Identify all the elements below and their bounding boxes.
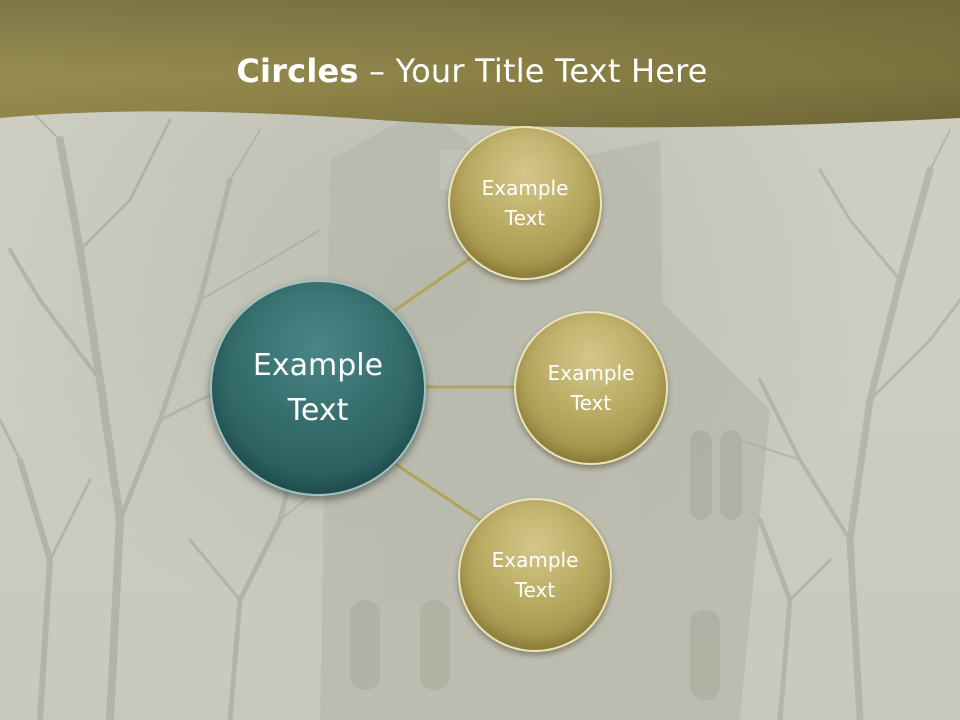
center-circle-line1: Example	[252, 348, 384, 383]
satellite-circle-text: Example Text	[492, 545, 579, 605]
title-rest-part: – Your Title Text Here	[358, 52, 708, 90]
satellite-circle-line2: Text	[514, 578, 556, 602]
satellite-circle-middle: Example Text	[514, 311, 668, 465]
header-band	[0, 0, 960, 128]
connector-bottom	[393, 461, 483, 524]
satellite-circle-line1: Example	[547, 361, 635, 385]
satellite-circle-text: Example Text	[482, 173, 569, 233]
satellite-circle-text: Example Text	[548, 358, 635, 418]
satellite-circle-line2: Text	[504, 206, 546, 230]
satellite-circle-line1: Example	[491, 548, 579, 572]
title-bold-part: Circles	[236, 52, 359, 90]
center-circle-text: Example Text	[253, 343, 383, 433]
satellite-circle-bottom: Example Text	[458, 498, 612, 652]
trees-left	[0, 109, 331, 720]
satellite-circle-top: Example Text	[448, 126, 602, 280]
trees-right	[739, 129, 960, 720]
satellite-circle-line1: Example	[481, 176, 569, 200]
center-circle-line2: Text	[287, 393, 349, 428]
church-windows	[350, 430, 742, 700]
connector-top	[393, 255, 473, 313]
center-circle: Example Text	[210, 280, 426, 496]
slide-title: Circles – Your Title Text Here	[0, 52, 944, 90]
satellite-circle-line2: Text	[570, 391, 612, 415]
